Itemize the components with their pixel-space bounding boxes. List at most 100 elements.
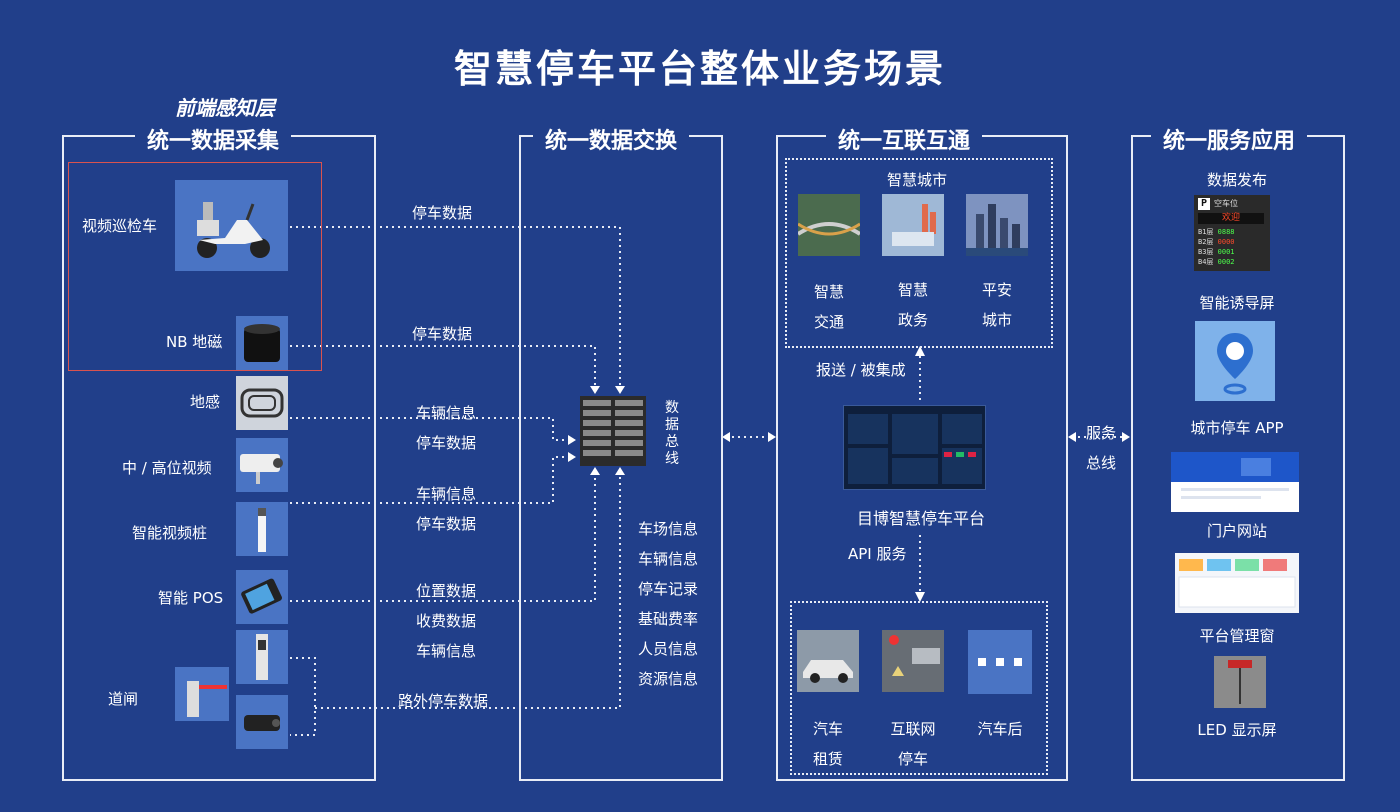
service-label-publish: 数据发布 [1206,171,1267,189]
exchange-item: 停车记录 [638,580,699,598]
flow-label: 停车数据 [412,325,473,343]
arrow-right-icon [568,435,576,445]
guide-screen-row: B4层 0002 [1198,257,1235,267]
guide-screen-row: B3层 0001 [1198,247,1235,257]
smart-city-item: 智慧 交通 [798,277,860,337]
guide-floor: B3层 [1198,248,1214,256]
smart-city-item-line: 交通 [813,313,844,331]
arrow-right-icon [768,432,776,442]
app-item: 互联网 停车 [873,714,953,774]
admin-console-screenshot [1175,553,1299,613]
flow-label: 车辆信息 [416,642,477,660]
portal-site-screenshot [1171,452,1299,512]
loop-sensor-image [236,376,288,430]
smart-city-item: 智慧 政务 [882,275,944,335]
arrow-down-icon [615,386,625,394]
exchange-item-list: 车场信息 车辆信息 停车记录 基础费率 人员信息 资源信息 [638,514,698,694]
smart-city-item-line: 智慧 [897,281,928,299]
flow-line-patrol [290,226,621,392]
guide-screen-row: B2层 0000 [1198,237,1235,247]
data-bus-char: 据 [665,417,679,433]
device-label-gate: 道闸 [108,690,139,708]
safe-city-image [966,194,1028,256]
smart-city-item-line: 政务 [897,311,928,329]
gate-camera-image [236,695,288,749]
flow-line-video [290,456,573,504]
guide-value: 0000 [1217,238,1235,246]
app-item: 汽车 租赁 [797,714,859,774]
internet-parking-image [882,630,944,692]
guide-floor: B1层 [1198,228,1214,236]
service-bus-label: 服务 总线 [1079,418,1123,478]
column-service-title: 统一服务应用 [1151,123,1308,155]
car-rental-image [797,630,859,692]
guide-screen-row: B1层 0888 [1198,227,1235,237]
more-icon [968,630,1032,694]
exchange-item: 人员信息 [638,640,699,658]
arrow-right-icon [1122,432,1130,442]
flow-label: 停车数据 [412,204,473,222]
flow-label: 车辆信息 [416,485,477,503]
flow-line-gate [315,470,621,709]
flow-label: 停车数据 [416,515,477,533]
device-label-loop: 地感 [190,393,221,411]
service-bus-line: 服务 [1085,424,1116,442]
app-item-line: 汽车后 [977,720,1023,738]
guide-floor: B4层 [1198,258,1214,266]
exchange-item: 车辆信息 [638,550,699,568]
device-label-video: 中 / 高位视频 [122,459,212,477]
patrol-scooter-image [175,180,288,271]
parking-app-icon [1195,321,1275,401]
service-label-app: 城市停车 APP [1190,419,1284,437]
column-exchange-title: 统一数据交换 [533,123,690,155]
arrow-up-icon [590,467,600,475]
app-item-line: 互联网 [890,720,936,738]
app-item-line: 汽车 [812,720,843,738]
parking-p-icon: P [1198,198,1210,210]
service-label-admin: 平台管理窗 [1199,627,1275,645]
app-item: 汽车后 [960,714,1040,744]
guide-value: 0002 [1217,258,1235,266]
gate-terminal-image [236,630,288,684]
column-collect-title: 统一数据采集 [135,123,292,155]
arrow-up-icon [615,467,625,475]
service-label-portal: 门户网站 [1206,522,1267,540]
arrow-right-icon [568,452,576,462]
report-label: 报送 / 被集成 [816,361,906,379]
smart-city-item: 平安 城市 [966,275,1028,335]
guide-screen-image: P 空车位 欢迎 B1层 0888 B2层 0000 B3层 0001 B4层 … [1194,195,1270,271]
app-item-line: 停车 [897,750,928,768]
smart-city-item-line: 平安 [981,281,1012,299]
guide-screen-header: 空车位 [1214,199,1238,208]
guide-floor: B2层 [1198,238,1214,246]
flow-label: 位置数据 [416,582,477,600]
api-label: API 服务 [848,545,907,563]
exchange-item: 基础费率 [638,610,699,628]
device-label-pos: 智能 POS [158,589,224,607]
smart-city-item-line: 智慧 [813,283,844,301]
highlight-box [68,162,322,371]
layer-subtitle: 前端感知层 [175,96,275,120]
data-bus-server-icon [580,396,646,466]
platform-dashboard-screen [843,405,986,490]
guide-screen-rows: B1层 0888 B2层 0000 B3层 0001 B4层 0002 [1198,227,1235,267]
video-pile-image [236,502,288,556]
column-interconnect-title: 统一互联互通 [826,123,983,155]
apps-box [790,601,1048,775]
led-display-image [1214,656,1266,708]
flow-label: 停车数据 [416,434,477,452]
guide-screen-welcome: 欢迎 [1198,213,1264,224]
flow-line-loop [290,417,573,441]
smart-traffic-image [798,194,860,256]
flow-line-gate-bracket [290,657,316,736]
arrow-heads [568,346,1130,602]
smart-city-item-line: 城市 [981,311,1012,329]
smart-city-box [785,158,1053,348]
arrow-left-icon [1068,432,1076,442]
arrow-left-icon [722,432,730,442]
arrow-down-icon [915,592,925,602]
device-label-patrol: 视频巡检车 [82,217,158,235]
pos-terminal-image [236,570,288,624]
flow-label: 车辆信息 [416,404,477,422]
flow-label: 收费数据 [416,612,477,630]
